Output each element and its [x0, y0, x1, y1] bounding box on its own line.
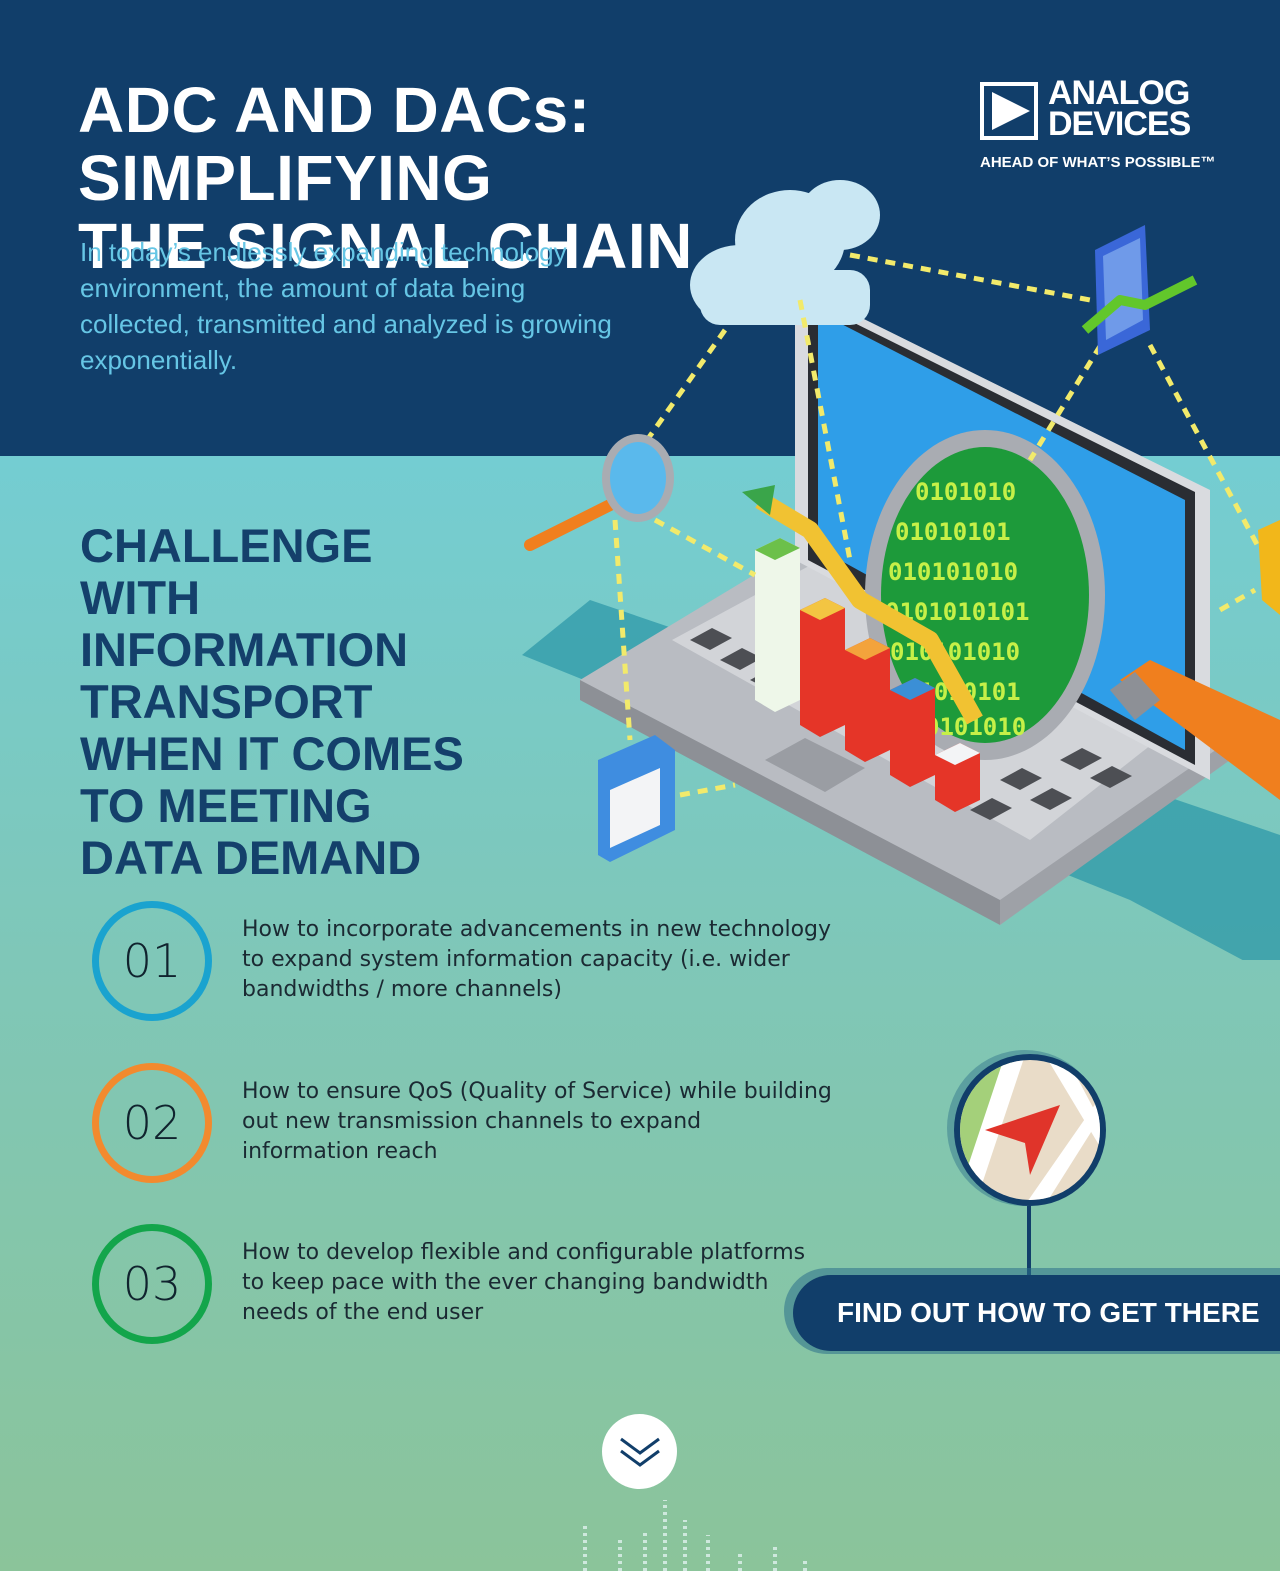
- step-description: How to incorporate advancements in new t…: [242, 917, 832, 1002]
- challenge-line: CHALLENGE WITH: [80, 519, 373, 624]
- logo-triangle-icon: [980, 82, 1038, 140]
- step-number-badge: 01: [92, 901, 212, 1021]
- step-item-03: 03 How to develop flexible and configura…: [92, 1224, 852, 1346]
- page-title-line: THE SIGNAL CHAIN: [78, 210, 693, 282]
- challenge-line: WHEN IT COMES: [80, 727, 464, 780]
- page-title-line: ADC AND DACs: SIMPLIFYING: [78, 74, 591, 214]
- challenge-line: TO MEETING: [80, 779, 372, 832]
- signal-bars-decoration: [583, 1500, 807, 1571]
- logo-tagline: AHEAD OF WHAT’S POSSIBLE™: [980, 154, 1216, 171]
- logo-name-line: DEVICES: [1048, 105, 1191, 143]
- logo-wordmark: ANALOG DEVICES: [1048, 74, 1191, 143]
- challenge-line: TRANSPORT: [80, 675, 373, 728]
- step-number-badge: 02: [92, 1063, 212, 1183]
- page-title: ADC AND DACs: SIMPLIFYING THE SIGNAL CHA…: [78, 76, 918, 280]
- analog-devices-logo[interactable]: ANALOG DEVICES AHEAD OF WHAT’S POSSIBLE™: [980, 74, 1216, 175]
- step-description: How to ensure QoS (Quality of Service) w…: [242, 1079, 832, 1164]
- intro-paragraph: In today’s endlessly expanding technolog…: [80, 237, 612, 375]
- step-number-badge: 03: [92, 1224, 212, 1344]
- find-out-how-button[interactable]: FIND OUT HOW TO GET THERE: [793, 1275, 1280, 1351]
- chevron-down-icon: [619, 1437, 660, 1467]
- challenge-line: INFORMATION: [80, 623, 409, 676]
- step-description: How to develop flexible and configurable…: [242, 1240, 806, 1325]
- step-item-01: 01 How to incorporate advancements in ne…: [92, 901, 852, 1023]
- step-item-02: 02 How to ensure QoS (Quality of Service…: [92, 1063, 852, 1185]
- scroll-down-button[interactable]: [602, 1414, 677, 1489]
- challenge-heading: CHALLENGE WITH INFORMATION TRANSPORT WHE…: [80, 520, 500, 884]
- map-navigation-icon: [947, 1050, 1106, 1280]
- challenge-line: DATA DEMAND: [80, 831, 422, 884]
- logo-name-line: ANALOG: [1048, 74, 1190, 112]
